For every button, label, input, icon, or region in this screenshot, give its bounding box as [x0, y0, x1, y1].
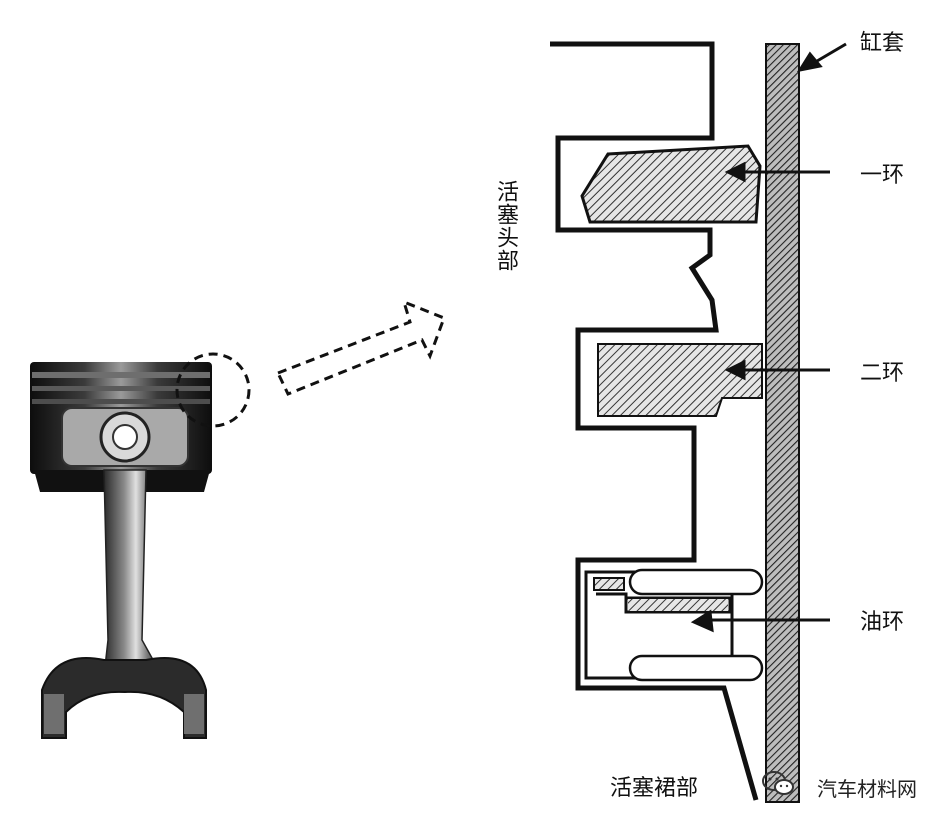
oil-ring-assembly — [584, 568, 764, 682]
rod-bolt-right — [184, 694, 204, 734]
arrowhead-second-ring — [724, 359, 746, 381]
oil-ring-expander-hatch — [628, 599, 728, 611]
piston-ring-band-1 — [32, 372, 210, 378]
leader-lines — [690, 42, 847, 633]
first-ring — [580, 144, 762, 224]
detail-focus-circle — [175, 352, 251, 428]
arrowhead-first-ring — [724, 161, 746, 183]
arrowhead-cylinder-liner — [796, 51, 823, 73]
label-piston-skirt: 活塞裙部 — [610, 776, 699, 801]
connecting-rod-big-end — [41, 657, 207, 739]
label-second-ring: 二环 — [860, 361, 905, 386]
oil-ring-upper-rail — [628, 568, 764, 596]
second-ring — [597, 343, 763, 417]
piston-assembly-illustration — [30, 362, 212, 739]
label-oil-ring: 油环 — [860, 610, 905, 635]
cylinder-liner-wall — [765, 43, 800, 803]
arrowhead-oil-ring — [690, 609, 714, 633]
piston-pin-hole — [112, 424, 138, 450]
wechat-icon — [781, 775, 811, 801]
oil-ring-expander-tab — [593, 577, 625, 591]
label-cylinder-liner: 缸套 — [860, 31, 905, 56]
piston-ring-band-3 — [32, 399, 210, 404]
zoom-direction-arrow — [275, 299, 446, 396]
rod-bolt-left — [44, 694, 64, 734]
oil-ring-lower-rail — [628, 654, 764, 682]
label-piston-head: 活塞头部 — [493, 180, 518, 272]
piston-ring-band-2 — [32, 386, 210, 391]
oil-ring-expander — [596, 592, 732, 614]
leader-cylinder-liner — [811, 42, 847, 66]
wechat-icon-shape — [762, 771, 794, 795]
connecting-rod — [103, 469, 164, 677]
watermark-text: 汽车材料网 — [817, 777, 917, 801]
piston-profile-outline — [550, 41, 759, 801]
label-first-ring: 一环 — [860, 163, 905, 188]
watermark: 汽车材料网 — [781, 773, 917, 802]
